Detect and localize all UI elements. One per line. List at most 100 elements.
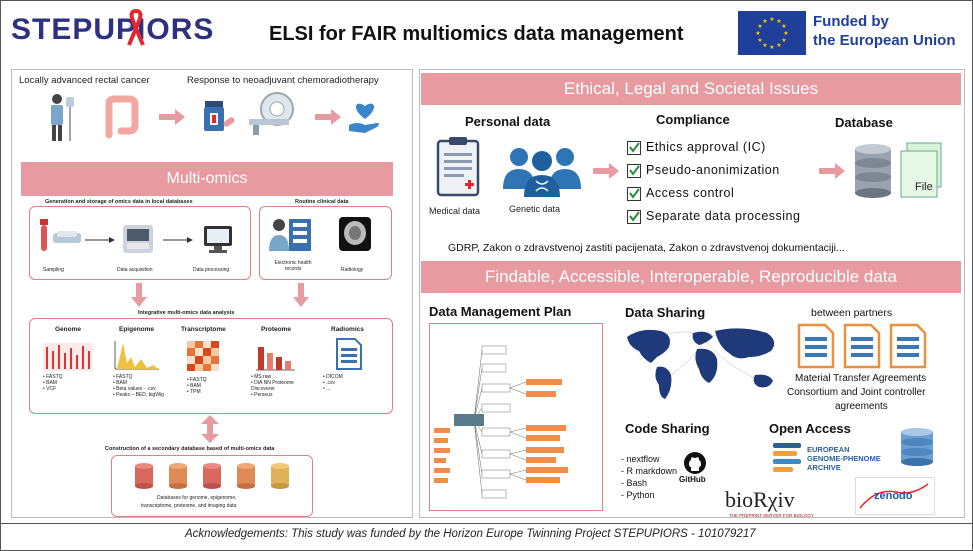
file-label: File [915,181,933,193]
medical-clipboard-icon [436,137,480,197]
file-icon [900,142,942,198]
mta-line1: Material Transfer Agreements [795,373,927,384]
world-map-icon [627,328,775,399]
sample-tube-icon [40,219,48,251]
omics-radiomics-title: Radiomics [331,326,364,333]
list-item: - Python [621,490,655,500]
multiomics-banner: Multi-omics [21,162,393,196]
genome-file-list: • FASTQ • BAM • VCF [43,374,63,392]
svg-text:★: ★ [783,30,788,37]
database-blue-icon [901,428,933,466]
laws-text: GDRP, Zakon o zdravstvenoj zastiti pacij… [448,242,845,254]
generation-title: Generation and storage of omics data in … [45,199,193,205]
medication-icon [204,101,235,131]
svg-text:★: ★ [769,44,774,51]
transcriptome-heatmap-icon [187,341,219,371]
compliance-checkbox [627,164,641,178]
proteome-file-list: • MS.raw • DIA NN Proteome Discoverer • … [251,374,294,398]
github-label: GitHub [679,475,706,484]
svg-text:★: ★ [781,37,786,44]
ega-line3: ARCHIVE [807,463,841,472]
mta-line2: Consortium and Joint controller [787,387,926,398]
left-column [11,69,413,518]
list-item: • FASTQ [187,377,207,383]
list-item: • ... [323,386,331,392]
svg-text:★: ★ [757,23,762,30]
zenodo-text: zenodo [874,490,913,502]
list-item: • FASTQ [113,374,133,380]
computer-icon [204,226,232,253]
agreement-docs-icon [797,323,927,369]
compliance-checkbox [627,141,641,155]
transcriptome-file-list: • FASTQ • BAM • TPM [187,377,207,395]
epigenome-file-list: • FASTQ • BAM • Beta values - .csv • Pea… [113,374,164,398]
right-column [419,69,965,518]
patient-icon [51,94,74,141]
proteome-bar-icon [256,347,295,371]
sequencer-icon [123,225,153,253]
list-item: • BAM [113,380,127,386]
arrow-icon [85,237,115,243]
clin-radiology-label: Radiology [341,267,364,273]
radiology-scan-icon [339,217,371,251]
db-caption-line2: transcriptome, proteome, and imaging dat… [141,503,237,509]
list-item: • BAM [43,380,57,386]
list-item: • DICOM [323,374,343,380]
ega-line1: EUROPEAN [807,445,850,454]
health-record-icon [269,219,311,251]
eu-funding-line1: Funded by [813,13,889,30]
fair-banner-text: Findable, Accessible, Interoperable, Rep… [484,267,898,286]
list-item: • BAM [187,383,201,389]
medical-data-label: Medical data [429,206,481,216]
biorxiv-subtitle: THE PREPRINT SERVER FOR BIOLOGY [729,513,814,518]
github-icon [684,452,706,474]
response-label: Response to neoadjuvant chemoradiotherap… [187,75,379,86]
compliance-item: Ethics approval (IC) [646,140,766,154]
elsi-banner: Ethical, Legal and Societal Issues [421,73,961,105]
multiomics-banner-text: Multi-omics [166,170,248,187]
svg-text:★: ★ [755,30,760,37]
database-icon [855,144,891,198]
omics-proteome-title: Proteome [261,326,291,333]
radiotherapy-machine-icon [249,92,294,135]
list-item: - Bash [621,478,648,488]
arrow-right-icon [159,109,185,125]
between-partners-text: between partners [811,307,893,319]
radiomics-file-icon [336,338,362,370]
dmp-title: Data Management Plan [429,304,572,319]
compliance-item: Access control [646,186,735,200]
clinical-title: Routine clinical data [295,199,349,205]
elsi-banner-text: Ethical, Legal and Societal Issues [563,79,819,98]
list-item: • Beta values - .csv [113,386,156,392]
list-item: - nextflow [621,454,660,464]
database-title: Database [835,115,893,130]
compliance-checkbox [627,210,641,224]
omics-genome-title: Genome [55,326,82,333]
data-sharing-title: Data Sharing [625,305,706,320]
arrow-down-icon [131,283,147,307]
page-title: ELSI for FAIR multiomics data management [269,23,684,45]
omics-epigenome-title: Epigenome [119,326,155,333]
compliance-item: Separate data processing [646,209,801,223]
step-acquisition: Data acquisition [117,267,153,273]
footer-divider [1,523,972,524]
epigenome-plot-icon [114,341,159,370]
zenodo-swoosh-icon [859,483,929,509]
genetic-data-label: Genetic data [509,204,561,214]
list-item: • DIA NN Proteome [251,380,294,386]
genome-plot-icon [43,343,93,371]
mindmap-graphic [434,345,568,499]
list-item: • FASTQ [43,374,63,380]
svg-text:★: ★ [757,37,762,44]
compliance-item: Pseudo-anonimization [646,163,780,177]
list-item: • VCF [43,386,57,392]
svg-text:★: ★ [776,18,781,25]
open-access-title: Open Access [769,421,851,436]
zenodo-logo: zenodo [855,477,935,515]
svg-text:★: ★ [762,42,767,49]
cancer-label: Locally advanced rectal cancer [19,75,150,86]
integrative-title: Integrative multi-omics data analysis [138,310,235,316]
step-sampling: Sampling [43,267,64,273]
svg-text:★: ★ [769,16,774,23]
compliance-title: Compliance [656,112,730,127]
